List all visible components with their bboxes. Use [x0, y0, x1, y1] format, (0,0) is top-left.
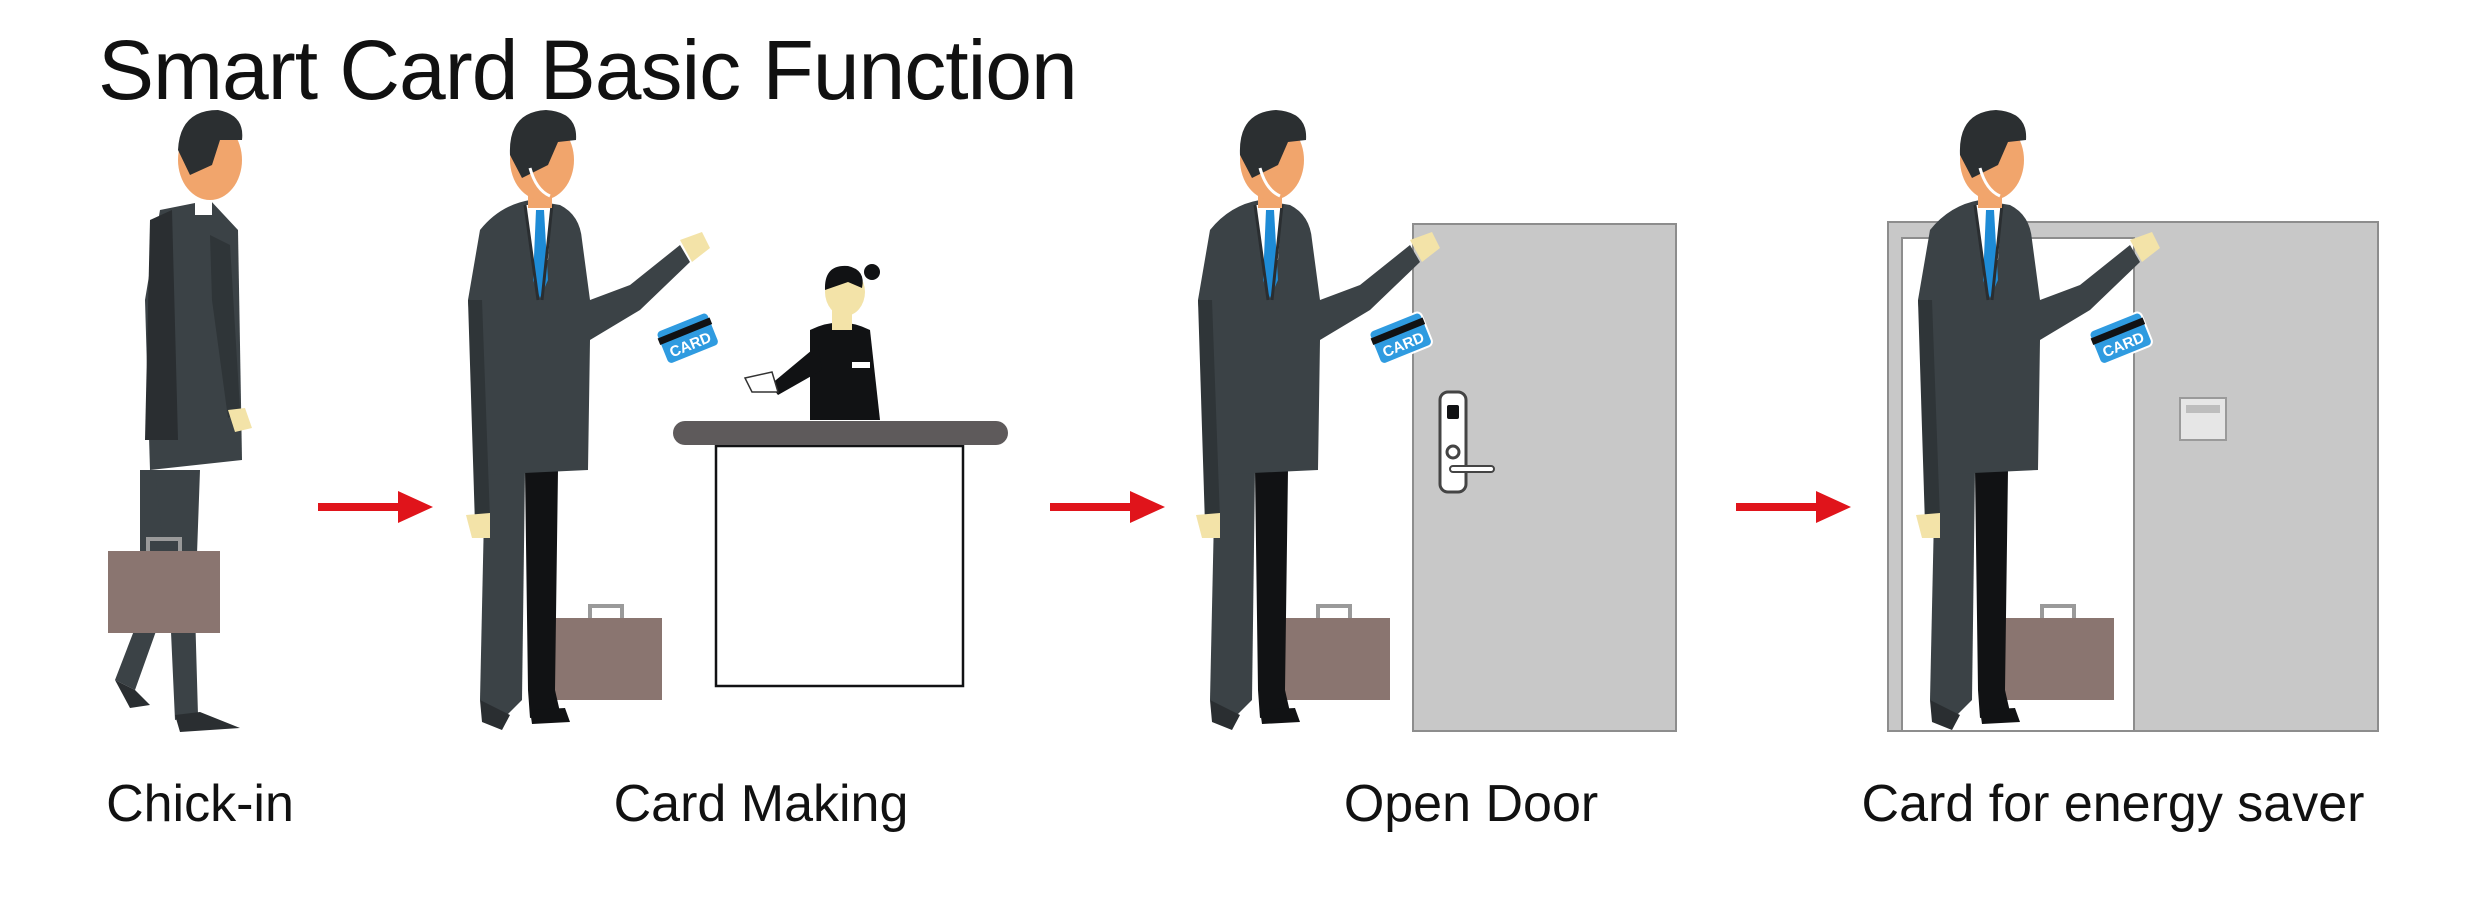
door [1412, 223, 1677, 732]
door-lock-icon [1438, 390, 1495, 494]
arrow-right-icon [1050, 491, 1165, 523]
card-icon: CARD [654, 310, 722, 367]
step-energy-saver-figure: CARD [1887, 108, 2379, 732]
page-title: Smart Card Basic Function [98, 23, 1078, 117]
step-open-door-figure: CARD [1194, 108, 1677, 732]
step-label-energy-saver: Card for energy saver [1861, 775, 2365, 833]
briefcase-icon [1276, 604, 1392, 702]
step-checkin-figure [106, 110, 252, 732]
briefcase-icon [548, 604, 664, 702]
step-card-making-figure: CARD [464, 108, 1008, 732]
step-label-checkin: Chick-in [106, 775, 294, 833]
receptionist [743, 264, 880, 420]
step-label-open-door: Open Door [1343, 775, 1599, 833]
briefcase-icon [106, 537, 222, 635]
step-label-card-making: Card Making [613, 775, 909, 833]
arrow-right-icon [1736, 491, 1851, 523]
briefcase-icon [2000, 604, 2116, 702]
arrow-right-icon [318, 491, 433, 523]
energy-saver-switch-icon [2179, 397, 2227, 441]
reception-counter [673, 421, 1008, 688]
